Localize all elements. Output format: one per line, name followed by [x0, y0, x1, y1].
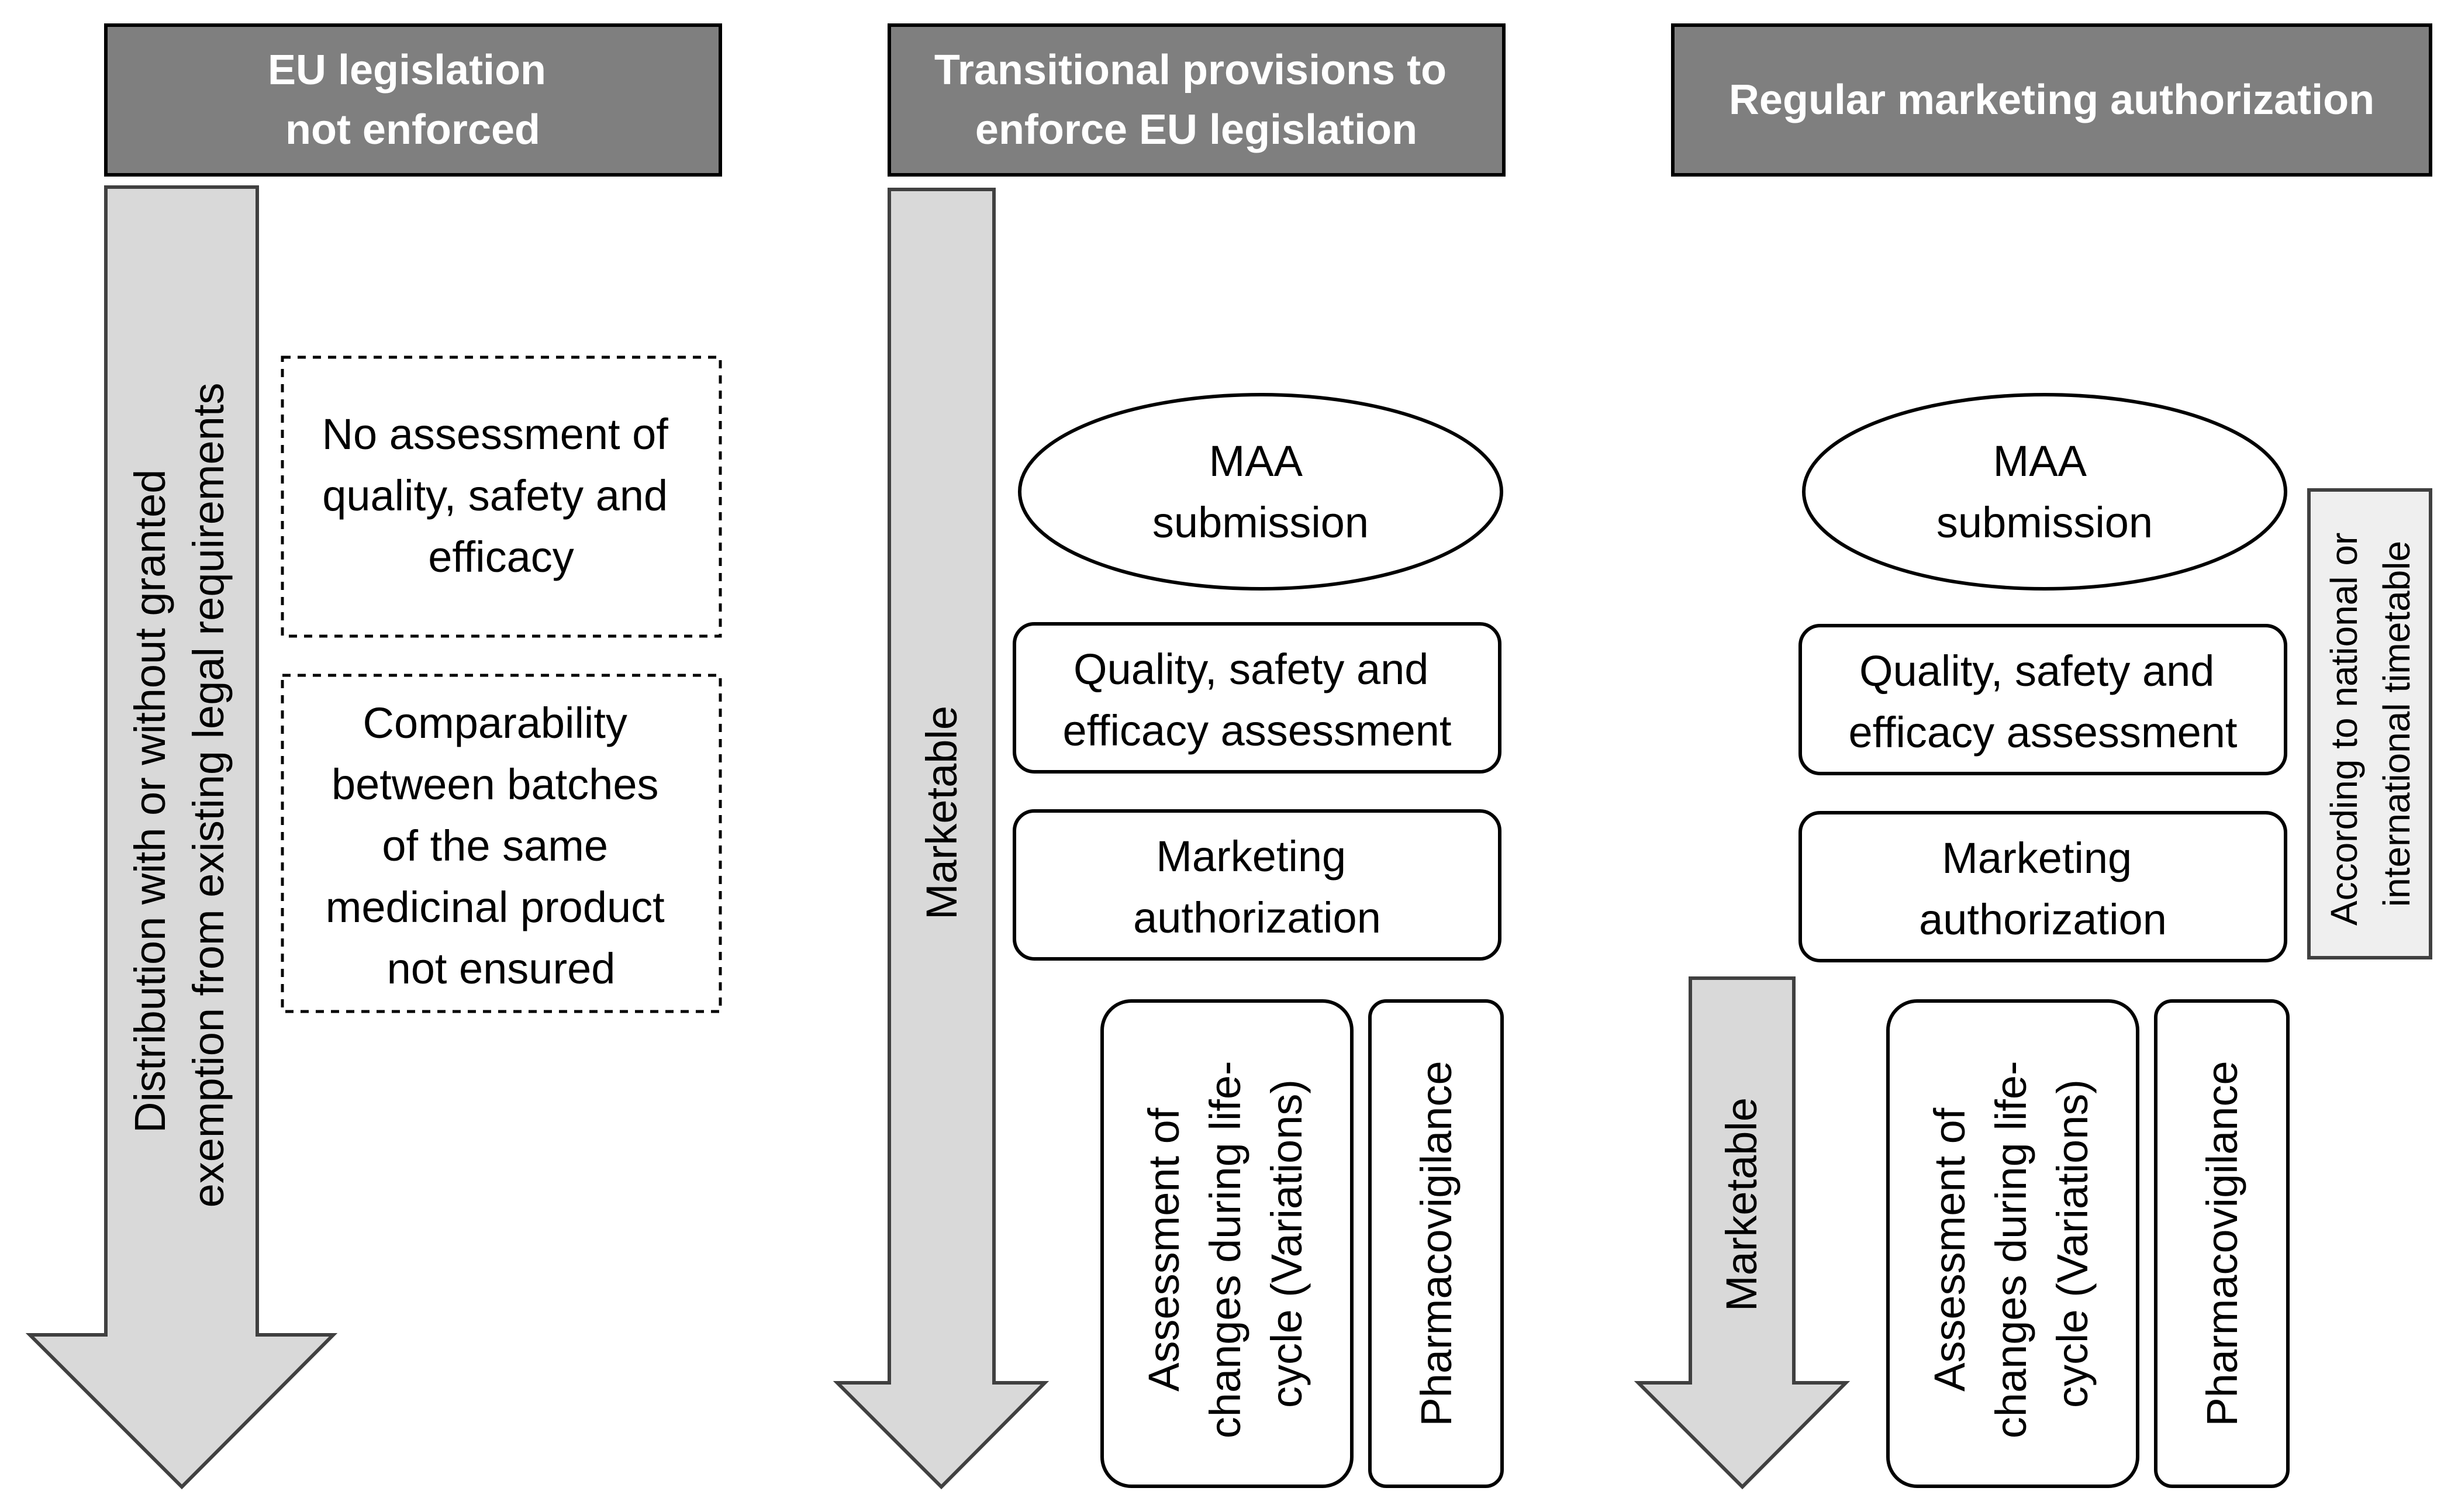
header-box-regular: [1671, 23, 2432, 177]
down-arrow-distribution: [25, 185, 338, 1490]
note-comparability: [281, 674, 722, 1013]
maa-submission-regular-text: MAA submission: [1936, 437, 2153, 547]
timetable-box: [2307, 488, 2432, 959]
assessment-box-transitional: [1013, 622, 1501, 774]
authorization-regular-text: Marketing authorization: [1919, 834, 2167, 944]
note-comparability-text: Comparability between batches of the sam…: [326, 699, 677, 993]
variations-box-transitional: [1100, 999, 1354, 1488]
header-box-eu-not-enforced: [104, 23, 722, 177]
header-box-transitional: [888, 23, 1506, 177]
note-no-assessment-text: No assessment of quality, safety and eff…: [322, 410, 681, 581]
variations-box-regular: [1886, 999, 2139, 1488]
column-regular: Regular marketing authorization MAA subm…: [1634, 23, 2432, 1490]
assessment-regular-text: Quality, safety and efficacy assessment: [1849, 647, 2238, 757]
pharmacovigilance-box-regular: [2154, 999, 2290, 1488]
assessment-transitional-text: Quality, safety and efficacy assessment: [1063, 645, 1452, 755]
arrow-label-marketable-transitional: Marketable: [917, 706, 966, 920]
variations-regular-text: Assessment of changes during life- cycle…: [1925, 1049, 2097, 1438]
variations-transitional-text: Assessment of changes during life- cycle…: [1140, 1049, 1311, 1438]
column-eu-not-enforced: EU legislation not enforced Distribution…: [25, 23, 722, 1490]
down-arrow-marketable-transitional: [833, 188, 1050, 1490]
down-arrow-marketable-regular: [1634, 976, 1851, 1490]
authorization-box-regular: [1798, 811, 2287, 962]
timetable-text: According to national or international t…: [2323, 522, 2418, 926]
maa-submission-transitional-text: MAA submission: [1152, 437, 1369, 547]
authorization-transitional-text: Marketing authorization: [1133, 832, 1381, 942]
pharmacovigilance-regular-text: Pharmacovigilance: [2198, 1061, 2246, 1426]
note-no-assessment: [281, 355, 722, 638]
arrow-label-marketable-regular: Marketable: [1717, 1097, 1766, 1311]
assessment-box-regular: [1798, 624, 2287, 775]
header-transitional: Transitional provisions to enforce EU le…: [934, 47, 1458, 153]
maa-submission-regular: [1802, 393, 2287, 591]
header-regular: Regular marketing authorization: [1729, 77, 2374, 123]
header-eu-not-enforced: EU legislation not enforced: [268, 47, 558, 153]
authorization-box-transitional: [1013, 809, 1501, 961]
column-transitional: Transitional provisions to enforce EU le…: [833, 23, 1506, 1490]
maa-submission-transitional: [1018, 393, 1503, 591]
pharmacovigilance-transitional-text: Pharmacovigilance: [1412, 1061, 1461, 1426]
pharmacovigilance-box-transitional: [1368, 999, 1504, 1488]
arrow-label-distribution: Distribution with or without granted exe…: [126, 383, 233, 1208]
